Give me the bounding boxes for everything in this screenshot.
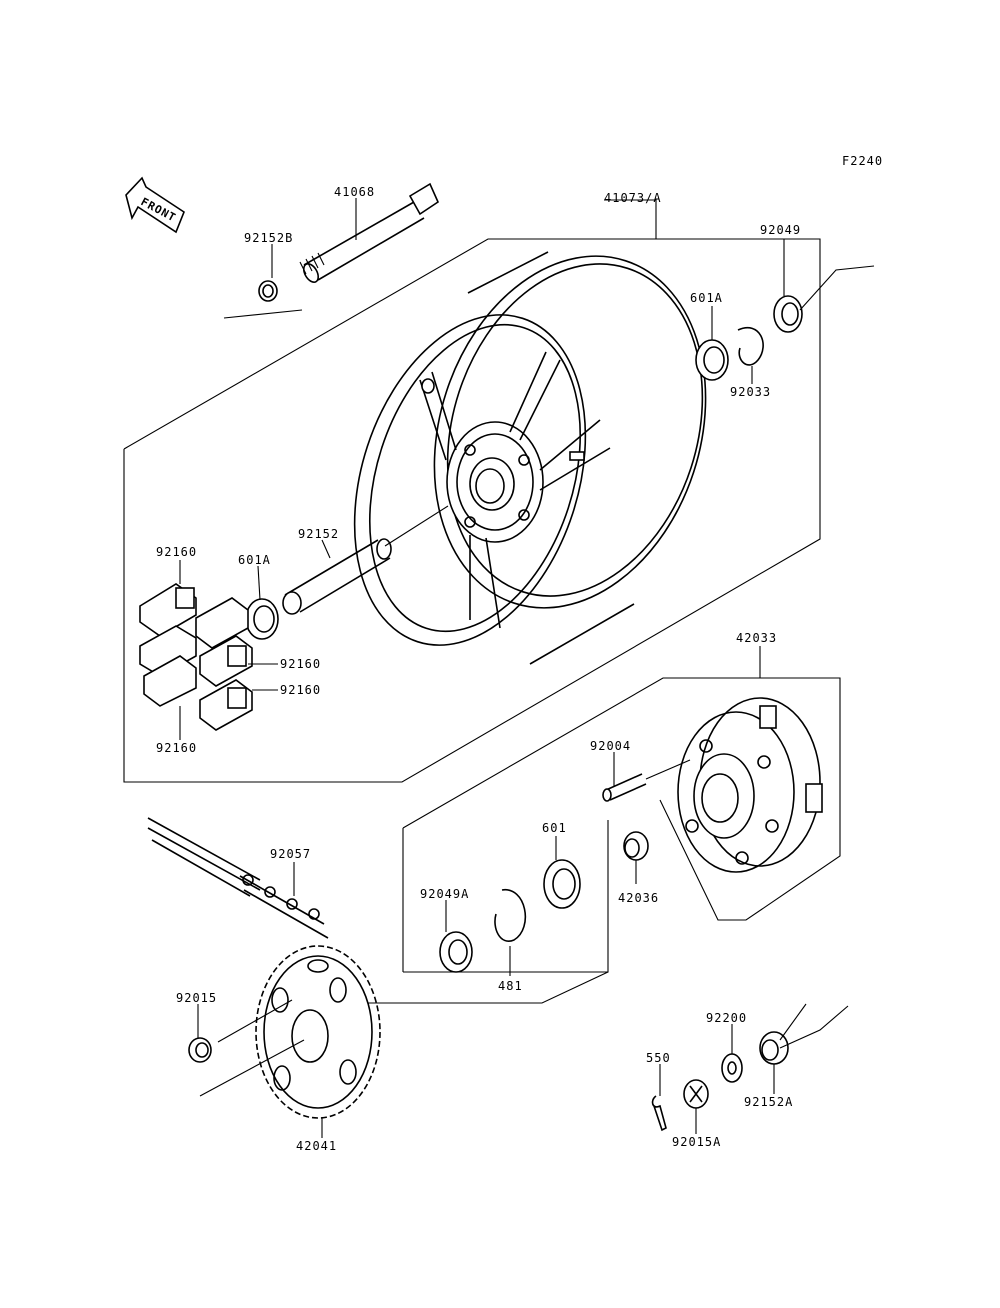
axle-part — [299, 182, 440, 283]
label-601a-left: 601A — [238, 553, 271, 567]
label-92152: 92152 — [298, 527, 339, 541]
front-arrow-icon: FRONT — [125, 176, 185, 234]
bearing-601a-top — [695, 339, 729, 381]
nut-92015 — [188, 1037, 212, 1063]
collar-92152a — [759, 1003, 849, 1065]
label-41073a: 41073/A — [604, 191, 662, 205]
label-601: 601 — [542, 821, 567, 835]
chain-92057 — [147, 817, 329, 939]
washer-92200 — [721, 1053, 743, 1083]
collar-92152b — [223, 280, 303, 319]
label-92004: 92004 — [590, 739, 631, 753]
sprocket-42041 — [199, 945, 381, 1119]
label-92015a: 92015A — [672, 1135, 721, 1149]
axle-nut-92015a — [683, 1079, 709, 1109]
wheel-assembly-frame — [123, 238, 821, 783]
coupling-frame — [368, 677, 841, 1004]
oil-seal-92049a — [439, 931, 473, 973]
label-92160-b: 92160 — [280, 657, 321, 671]
label-601a-top: 601A — [690, 291, 723, 305]
label-92152b: 92152B — [244, 231, 293, 245]
cotter-pin-550 — [651, 1095, 667, 1132]
label-92160-a: 92160 — [156, 545, 197, 559]
label-92200: 92200 — [706, 1011, 747, 1025]
circlip-481 — [494, 889, 527, 942]
bearing-601a-left — [245, 598, 279, 640]
sleeve-92152 — [282, 538, 392, 615]
figure-code: F2240 — [842, 154, 883, 168]
label-42036: 42036 — [618, 891, 659, 905]
circlip-92033 — [737, 327, 764, 366]
label-92015: 92015 — [176, 991, 217, 1005]
label-41068: 41068 — [334, 185, 375, 199]
label-550: 550 — [646, 1051, 671, 1065]
oil-seal-92049 — [773, 265, 875, 333]
label-42033: 42033 — [736, 631, 777, 645]
label-92033: 92033 — [730, 385, 771, 399]
stud-92004 — [602, 759, 691, 802]
label-92049a: 92049A — [420, 887, 469, 901]
label-92049: 92049 — [760, 223, 801, 237]
leader-lines — [179, 198, 785, 1138]
damper-set-92160 — [139, 583, 253, 731]
collar-42036 — [623, 831, 649, 861]
wheel-rim — [353, 251, 707, 665]
label-92152a: 92152A — [744, 1095, 793, 1109]
label-92057: 92057 — [270, 847, 311, 861]
label-42041: 42041 — [296, 1139, 337, 1153]
label-481: 481 — [498, 979, 523, 993]
coupling-42033 — [677, 697, 823, 873]
bearing-601 — [543, 859, 581, 909]
label-92160-c: 92160 — [280, 683, 321, 697]
label-92160-d: 92160 — [156, 741, 197, 755]
